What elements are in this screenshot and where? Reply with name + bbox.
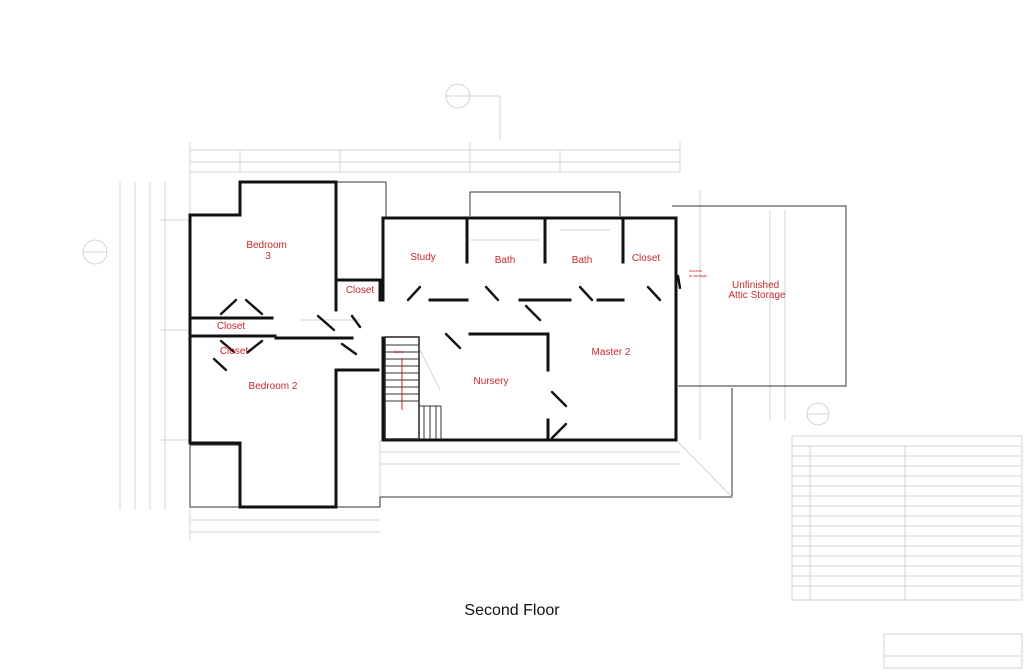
label-closet-left-2: Closet (220, 346, 249, 357)
label-closet-hall: Closet (346, 285, 375, 296)
label-nursery: Nursery (473, 376, 508, 387)
label-bedroom-3: Bedroom 3 (246, 240, 289, 262)
label-attic-door-note: Access to storage (689, 268, 708, 278)
label-closet-left-1: Closet (217, 321, 246, 332)
label-master: Master 2 (592, 347, 631, 358)
room-labels: Bedroom 3 Study Bath Bath Closet Closet … (217, 240, 786, 392)
label-study: Study (410, 252, 436, 263)
label-attic: Unfinished Attic Storage (728, 280, 786, 301)
label-bath-1: Bath (495, 255, 516, 266)
stair (384, 336, 442, 440)
walls (188, 180, 678, 509)
label-bath-2: Bath (572, 255, 593, 266)
roof-outline (189, 181, 847, 508)
schedule-table (791, 435, 1023, 669)
floor-caption: Second Floor (464, 602, 560, 619)
label-stair-note: Down (394, 349, 404, 354)
label-closet-top: Closet (632, 253, 661, 264)
dimension-lines (82, 83, 830, 540)
label-bedroom-2: Bedroom 2 (249, 381, 298, 392)
doors (212, 274, 682, 440)
